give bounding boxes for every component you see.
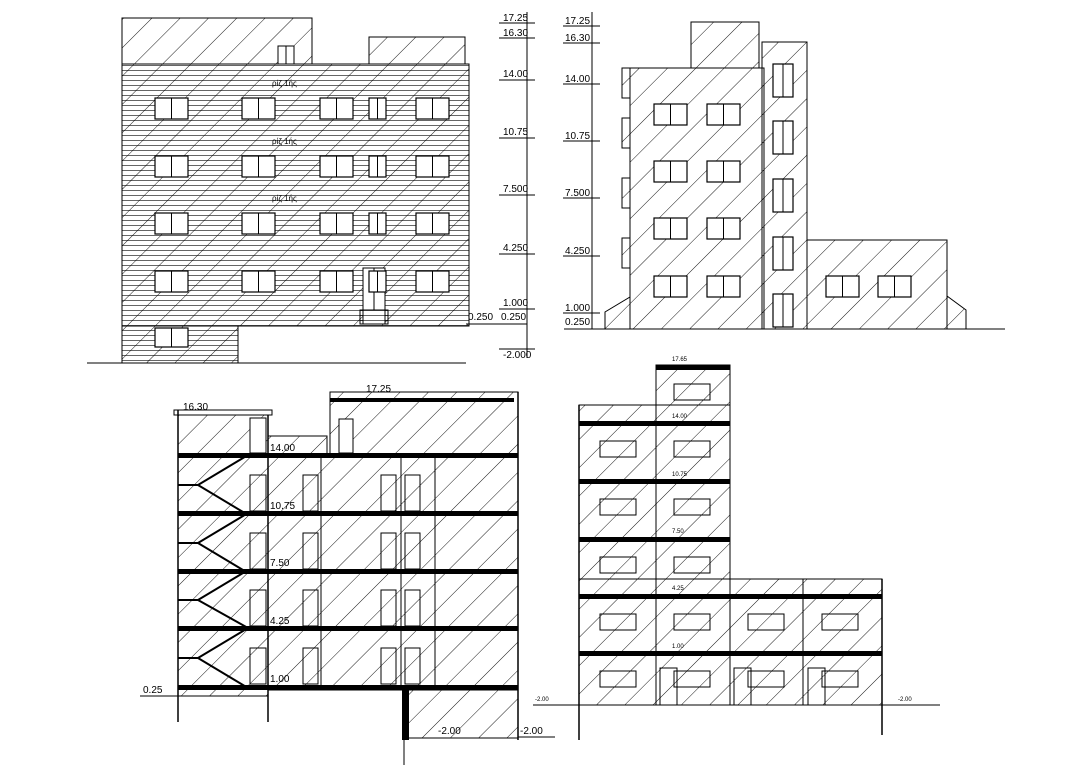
opening xyxy=(673,613,711,631)
section-b: 17.65 14.00 10.75 7.50 4.25 1.00 -2.00 -… xyxy=(533,357,940,740)
side-elevation xyxy=(564,21,1005,330)
door xyxy=(302,474,319,512)
level-label: 0.250 xyxy=(468,312,493,323)
level-label: 1.000 xyxy=(503,298,528,309)
floor-mark-2: ρίζ 1ής xyxy=(272,137,297,146)
level-label: 1.00 xyxy=(672,644,684,650)
level-label: -2.00 xyxy=(535,697,549,703)
door xyxy=(380,647,397,685)
door xyxy=(249,647,267,685)
door xyxy=(807,667,826,706)
opening xyxy=(673,670,711,688)
door xyxy=(733,667,752,706)
level-label: 7.500 xyxy=(565,188,590,199)
door xyxy=(404,474,421,512)
door xyxy=(380,589,397,627)
level-label: 1.00 xyxy=(270,674,290,685)
opening xyxy=(747,670,785,688)
opening xyxy=(599,498,637,516)
level-label: 16.30 xyxy=(565,33,590,44)
level-label: 14.00 xyxy=(270,443,295,454)
door xyxy=(302,589,319,627)
level-label: 17.25 xyxy=(503,13,528,24)
level-label: 16.30 xyxy=(503,28,528,39)
opening xyxy=(821,670,859,688)
section-a: 16.30 17.25 14.00 10.75 7.50 4.25 1.00 0… xyxy=(140,384,555,765)
opening xyxy=(673,440,711,458)
door xyxy=(249,532,267,570)
front-level-axis: 17.25 16.30 14.00 10.75 7.500 4.250 1.00… xyxy=(468,12,535,361)
level-label: 4.25 xyxy=(672,586,684,592)
opening xyxy=(673,556,711,574)
level-label: 14.00 xyxy=(672,414,688,420)
section-a-doors xyxy=(249,474,421,685)
level-label: -2.00 xyxy=(898,697,912,703)
opening xyxy=(747,613,785,631)
floor-mark-1: ρίζ 1ής xyxy=(272,79,297,88)
door xyxy=(380,532,397,570)
door xyxy=(404,647,421,685)
level-label: 10.75 xyxy=(270,501,295,512)
level-label: 10.75 xyxy=(672,472,688,478)
level-label: 7.50 xyxy=(270,558,290,569)
level-label: 14.00 xyxy=(503,69,528,80)
opening xyxy=(599,670,637,688)
door xyxy=(380,474,397,512)
section-b-openings xyxy=(599,383,859,706)
level-label: 17.25 xyxy=(366,384,391,395)
opening xyxy=(599,440,637,458)
opening xyxy=(673,383,711,401)
level-label: 4.25 xyxy=(270,616,290,627)
door xyxy=(404,532,421,570)
level-label: 4.250 xyxy=(503,243,528,254)
door xyxy=(404,589,421,627)
floor-mark-3: ρίζ 1ής xyxy=(272,194,297,203)
side-level-axis: 17.25 16.30 14.00 10.75 7.500 4.250 1.00… xyxy=(563,12,600,329)
front-elevation: ρίζ 1ής ρίζ 1ής ρίζ 1ής xyxy=(87,17,527,364)
level-label: 0.250 xyxy=(501,312,526,323)
level-label: 0.25 xyxy=(143,685,163,696)
level-label: 1.000 xyxy=(565,303,590,314)
front-windows xyxy=(154,97,450,348)
opening xyxy=(821,613,859,631)
level-label: -2.00 xyxy=(520,726,543,737)
opening xyxy=(599,556,637,574)
level-label: 7.500 xyxy=(503,184,528,195)
door xyxy=(659,667,678,706)
door xyxy=(249,589,267,627)
level-label: -2.00 xyxy=(438,726,461,737)
level-label: 16.30 xyxy=(183,402,208,413)
door xyxy=(249,474,267,512)
level-label: 10.75 xyxy=(503,127,528,138)
level-label: 0.250 xyxy=(565,317,590,328)
level-label: -2.000 xyxy=(503,350,532,361)
level-label: 4.250 xyxy=(565,246,590,257)
level-label: 17.65 xyxy=(672,357,688,363)
level-label: 10.75 xyxy=(565,131,590,142)
door xyxy=(302,647,319,685)
level-label: 7.50 xyxy=(672,529,684,535)
side-windows xyxy=(653,63,912,328)
opening xyxy=(599,613,637,631)
level-label: 17.25 xyxy=(565,16,590,27)
door xyxy=(302,532,319,570)
level-label: 14.00 xyxy=(565,74,590,85)
opening xyxy=(673,498,711,516)
